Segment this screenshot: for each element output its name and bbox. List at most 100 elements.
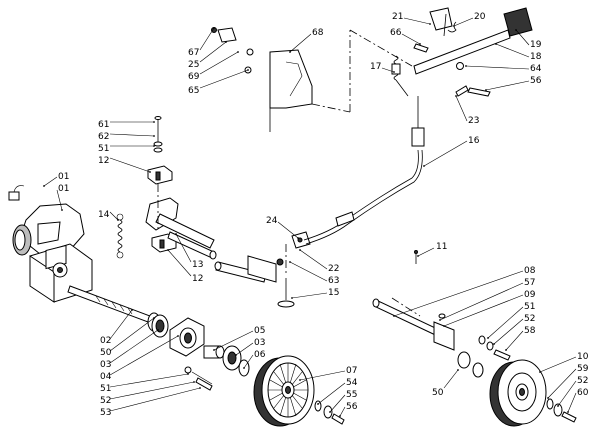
part-label-c56a: 56 (346, 402, 358, 412)
leader-dot-c08 (393, 315, 395, 317)
leader-line-c01b (56, 189, 63, 211)
leader-line-c57 (439, 282, 524, 321)
part-label-c20: 20 (474, 12, 486, 22)
leader-line-c03a (109, 329, 159, 364)
leader-dot-c56a (339, 415, 341, 417)
leader-dot-c12b (167, 249, 169, 251)
leader-line-c19 (515, 29, 530, 46)
leader-dot-c25 (225, 41, 227, 43)
leader-line-c24 (277, 221, 299, 239)
part-label-c53: 53 (100, 408, 111, 418)
part-label-c13: 13 (192, 260, 203, 270)
leader-line-c67 (199, 27, 215, 51)
leader-line-c65 (199, 69, 249, 89)
leader-line-c03b (235, 342, 254, 356)
leader-line-c56b (485, 80, 530, 91)
part-label-c64: 64 (530, 64, 542, 74)
leader-line-c08 (393, 270, 524, 317)
part-label-c15: 15 (328, 288, 339, 298)
leader-dot-c05 (213, 349, 215, 351)
leader-dot-c06 (243, 367, 245, 369)
leader-line-c02 (109, 309, 133, 340)
leader-dot-c01b (61, 209, 63, 211)
part-label-c52b: 52 (524, 314, 535, 324)
leader-dot-c12a (149, 171, 151, 173)
part-label-c11: 11 (436, 242, 447, 252)
leader-dot-c51b (487, 337, 489, 339)
leader-line-c51a (109, 373, 189, 388)
leader-line-c20 (453, 17, 474, 27)
leader-dot-c23 (455, 95, 457, 97)
leader-line-c58 (505, 330, 524, 351)
middle-lever (214, 231, 311, 308)
leader-line-c66 (401, 33, 421, 45)
leader-line-c50a (109, 317, 155, 352)
leader-dot-c50a (153, 317, 155, 319)
part-label-c07: 07 (346, 366, 357, 376)
leader-line-c07 (299, 370, 346, 381)
part-label-c14: 14 (98, 210, 110, 220)
part-label-c04: 04 (100, 372, 112, 382)
leader-dot-c03b (235, 354, 237, 356)
left-bearing-set (147, 312, 169, 338)
leader-line-c64 (465, 65, 530, 70)
leader-line-c55 (329, 394, 346, 413)
leader-dot-c01a (43, 185, 45, 187)
part-label-c08: 08 (524, 266, 536, 276)
leader-dot-c64 (465, 65, 467, 67)
leader-line-c54 (317, 382, 346, 405)
part-label-c60: 60 (577, 388, 589, 398)
leader-line-c52c (557, 380, 577, 407)
motor-connector (8, 185, 25, 201)
part-label-c69: 69 (188, 72, 200, 82)
leader-dot-c21 (429, 23, 431, 25)
leader-dot-c67 (213, 27, 215, 29)
leader-dot-c15 (291, 297, 293, 299)
leader-line-c50b (443, 369, 459, 389)
leader-dot-c02 (131, 309, 133, 311)
callout-leaders (43, 17, 577, 417)
part-label-c52c: 52 (577, 376, 588, 386)
leader-dot-c54 (317, 403, 319, 405)
leader-dot-c52c (557, 405, 559, 407)
part-label-c67: 67 (188, 48, 199, 58)
part-label-c65: 65 (188, 86, 199, 96)
leader-line-c56a (339, 406, 346, 417)
leader-dot-c10 (539, 371, 541, 373)
part-label-c51b: 51 (524, 302, 535, 312)
leader-dot-c65 (247, 69, 249, 71)
part-label-c02: 02 (100, 336, 111, 346)
right-washers (457, 335, 511, 378)
part-label-c09: 09 (524, 290, 536, 300)
leader-dot-c50b (457, 369, 459, 371)
leader-line-c69 (199, 51, 239, 75)
bearing-housing (169, 317, 213, 391)
leader-dot-c55 (329, 411, 331, 413)
leader-line-c04 (109, 335, 179, 376)
part-label-c54: 54 (346, 378, 358, 388)
part-label-c22: 22 (328, 264, 339, 274)
leader-dot-c58 (505, 349, 507, 351)
shaft-13 (167, 231, 217, 260)
leader-line-c52a (109, 381, 195, 400)
leader-dot-c13 (175, 233, 177, 235)
motor-gearbox (12, 203, 93, 303)
leader-line-c51b (487, 306, 524, 339)
part-label-c55: 55 (346, 390, 357, 400)
leader-dot-c20 (453, 25, 455, 27)
part-label-c12b: 12 (192, 274, 203, 284)
part-label-c16: 16 (468, 136, 480, 146)
leader-line-c05 (213, 330, 254, 351)
leader-line-c63 (289, 261, 328, 282)
leader-dot-c66 (419, 43, 421, 45)
leader-dot-c24 (297, 237, 299, 239)
part-label-c57: 57 (524, 278, 535, 288)
leader-dot-c53 (199, 387, 201, 389)
leader-line-c06 (243, 354, 254, 369)
leader-dot-c57 (439, 319, 441, 321)
part-label-c68: 68 (312, 28, 324, 38)
part-label-c50b: 50 (432, 388, 444, 398)
leader-dot-c18 (495, 43, 497, 45)
leader-dot-c14 (117, 219, 119, 221)
leader-line-c14 (109, 211, 119, 221)
